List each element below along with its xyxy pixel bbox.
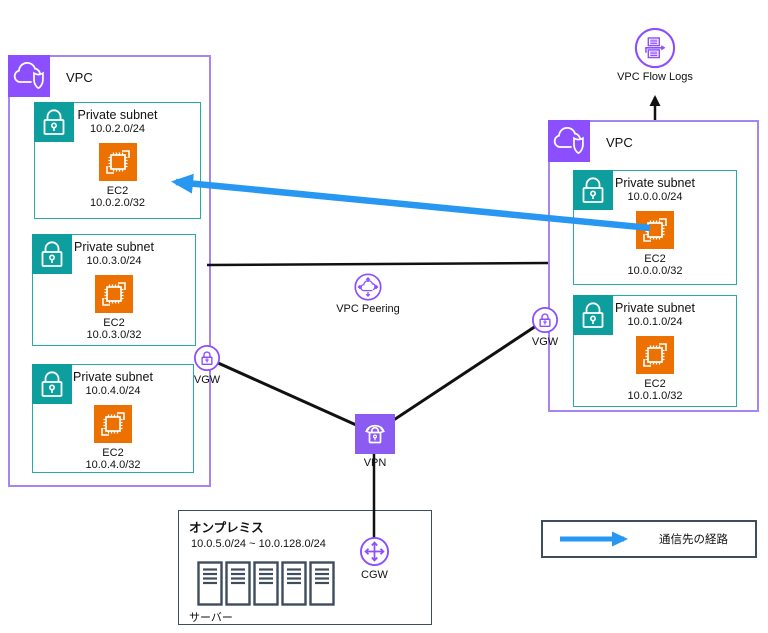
ec2-ip: 10.0.2.0/32 (89, 197, 146, 209)
private-subnet-lock-icon (572, 169, 613, 210)
ec2-icon (95, 275, 133, 313)
vpc-right-label: VPC (606, 135, 633, 150)
vpc-left-label: VPC (66, 70, 93, 85)
subnet-right-1: Private subnet 10.0.0.0/24 EC2 10.0.0.0/… (572, 169, 737, 285)
servers-label: サーバー (189, 612, 233, 624)
route-arrow-icon (560, 531, 628, 547)
private-subnet-lock-icon (572, 294, 613, 335)
left-vgw-vpn-line (206, 356, 375, 435)
ec2-ip: 10.0.0.0/32 (627, 265, 683, 277)
subnet-title: Private subnet (615, 176, 695, 190)
subnet-cidr: 10.0.2.0/24 (89, 123, 146, 135)
subnet-title: Private subnet (77, 108, 158, 122)
subnet-cidr: 10.0.0.0/24 (627, 191, 683, 203)
server-icon (197, 561, 223, 606)
private-subnet-lock-icon (31, 233, 72, 274)
legend-route-label: 通信先の経路 (659, 534, 728, 546)
server-icon (253, 561, 279, 606)
subnet-title: Private subnet (615, 301, 695, 315)
ec2-icon (94, 405, 132, 443)
vgw-right-label: VGW (531, 336, 559, 348)
vgw-left-icon (193, 344, 221, 372)
subnet-title: Private subnet (73, 370, 153, 384)
server-icon (309, 561, 335, 606)
ec2-ip: 10.0.4.0/32 (85, 459, 141, 471)
vpc-right: VPC Private subnet 10.0.0.0/24 (548, 120, 759, 412)
on-premises-box: オンプレミス 10.0.5.0/24 ~ 10.0.128.0/24 サーバー (178, 510, 432, 625)
vpc-left: VPC Private subnet 10.0.2.0/24 (8, 55, 211, 487)
ec2-ip: 10.0.1.0/32 (627, 390, 683, 402)
ec2-icon (636, 211, 674, 249)
subnet-cidr: 10.0.1.0/24 (627, 316, 683, 328)
vpc-flow-logs-label: VPC Flow Logs (617, 71, 693, 83)
vpn-icon (355, 414, 395, 454)
right-vgw-vpn-line (373, 318, 546, 435)
legend-box: 通信先の経路 (541, 520, 757, 558)
subnet-title: Private subnet (74, 240, 154, 254)
on-premises-title: オンプレミス (189, 521, 264, 535)
ec2-label: EC2 (644, 253, 666, 265)
cgw-icon (359, 536, 390, 567)
server-icon (281, 561, 307, 606)
server-rack (197, 561, 335, 606)
ec2-icon (98, 143, 137, 181)
private-subnet-lock-icon (31, 363, 72, 404)
vgw-left-label: VGW (193, 374, 221, 386)
vpn-label: VPN (363, 457, 387, 469)
server-icon (225, 561, 251, 606)
subnet-left-2: Private subnet 10.0.3.0/24 EC2 10.0.3.0/… (31, 233, 196, 346)
ec2-icon (636, 336, 674, 374)
subnet-left-3: Private subnet 10.0.4.0/24 EC2 10.0.4.0/… (31, 363, 194, 473)
vgw-right-icon (531, 306, 559, 334)
vpc-icon (8, 55, 50, 97)
subnet-left-1: Private subnet 10.0.2.0/24 EC2 10.0.2.0/… (33, 101, 201, 219)
ec2-label: EC2 (103, 317, 125, 329)
vpc-flow-logs-icon (634, 27, 676, 69)
vpc-peering-icon (354, 273, 382, 301)
ec2-label: EC2 (102, 447, 124, 459)
ec2-ip: 10.0.3.0/32 (86, 329, 142, 341)
subnet-cidr: 10.0.4.0/24 (85, 385, 141, 397)
subnet-right-2: Private subnet 10.0.1.0/24 EC2 10.0.1.0/… (572, 294, 737, 407)
vpc-peering-label: VPC Peering (336, 303, 400, 315)
on-premises-cidr: 10.0.5.0/24 ~ 10.0.128.0/24 (191, 538, 326, 550)
ec2-label: EC2 (106, 185, 129, 197)
subnet-cidr: 10.0.3.0/24 (86, 255, 142, 267)
vpc-peering-line (206, 261, 549, 267)
vpc-icon (548, 120, 590, 162)
ec2-label: EC2 (644, 378, 666, 390)
cgw-label: CGW (361, 569, 388, 581)
private-subnet-lock-icon (33, 101, 74, 142)
